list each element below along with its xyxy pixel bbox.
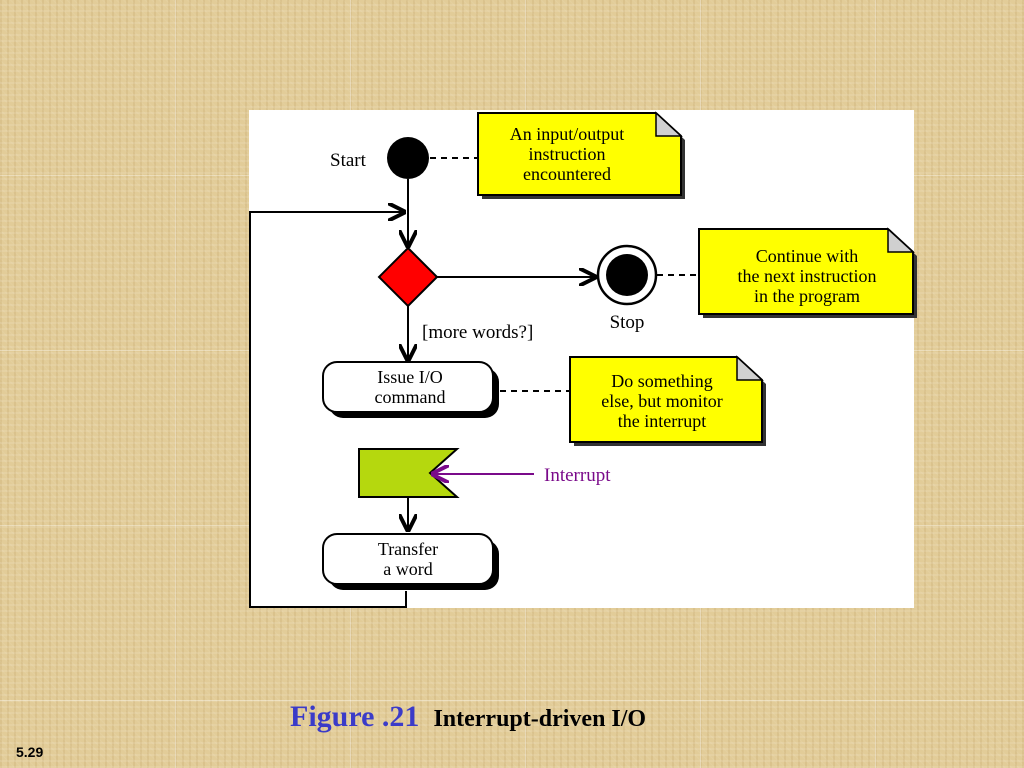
note-issue-line-3: the interrupt <box>618 411 706 431</box>
guard-label: [more words?] <box>422 322 533 343</box>
background-seam <box>0 700 1024 701</box>
flow-loop-back <box>249 212 407 608</box>
figure-caption: Figure .21 Interrupt-driven I/O <box>290 700 646 734</box>
note-start-line-2: instruction <box>529 144 606 164</box>
note-start-line-1: An input/output <box>510 124 625 144</box>
note-stop: Continue with the next instruction in th… <box>698 227 917 318</box>
action-transfer-line-2: a word <box>383 559 432 579</box>
action-transfer-word: Transfer a word <box>322 533 499 590</box>
note-stop-line-3: in the program <box>754 286 860 306</box>
figure-title: Interrupt-driven I/O <box>433 706 647 732</box>
action-issue-line-1: Issue I/O <box>377 367 443 387</box>
figure-number: Figure .21 <box>290 700 420 733</box>
background-seam <box>175 0 176 768</box>
start-node <box>387 137 429 179</box>
interrupt-label: Interrupt <box>544 465 611 486</box>
interrupt-signal-node <box>358 448 460 498</box>
slide-number: 5.29 <box>16 744 44 760</box>
note-issue-line-2: else, but monitor <box>601 391 722 411</box>
note-start: An input/output instruction encountered <box>477 111 685 199</box>
action-transfer-line-1: Transfer <box>378 539 438 559</box>
action-issue-line-2: command <box>375 387 446 407</box>
note-stop-line-1: Continue with <box>756 246 859 266</box>
note-stop-line-2: the next instruction <box>738 266 877 286</box>
start-label: Start <box>330 150 367 171</box>
action-issue-io: Issue I/O command <box>322 361 499 418</box>
note-issue-line-1: Do something <box>611 371 713 391</box>
note-start-line-3: encountered <box>523 164 611 184</box>
note-issue: Do something else, but monitor the inter… <box>569 355 766 446</box>
stop-node <box>596 244 658 306</box>
stop-label: Stop <box>610 312 645 333</box>
